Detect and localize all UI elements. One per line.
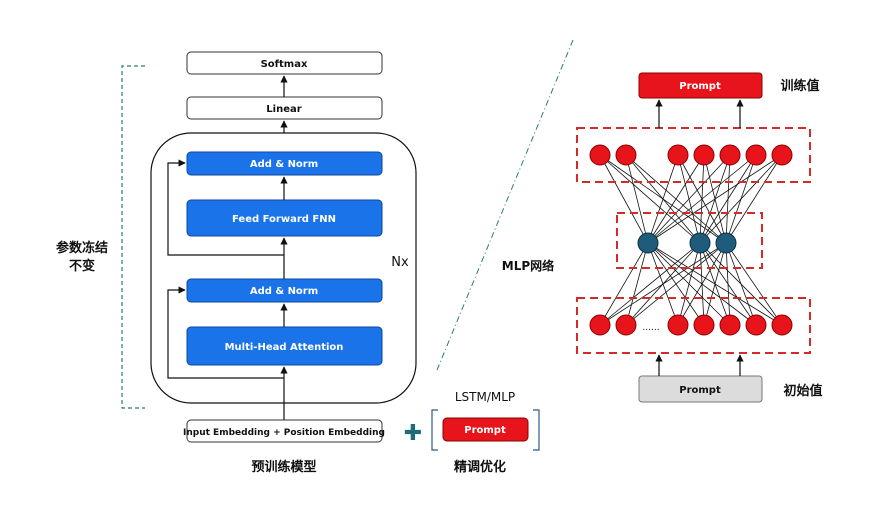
add-norm-top-label: Add & Norm	[250, 159, 318, 170]
hidden-node-0	[637, 232, 659, 254]
hidden-node-1	[689, 232, 711, 254]
initial-prompt-box	[638, 375, 763, 403]
softmax-box	[186, 51, 383, 75]
edge-hidden-0-output-0	[599, 154, 649, 244]
frozen-bracket	[121, 65, 145, 409]
prompt-module-box	[442, 417, 529, 442]
output-node-6	[771, 144, 793, 166]
edge-hidden-0-input-0	[599, 242, 649, 326]
input-node-4	[719, 314, 741, 336]
edge-hidden-2-output-6	[725, 154, 783, 244]
mlp-network-label: MLP网络	[502, 258, 554, 273]
edge-hidden-2-output-1	[625, 154, 727, 244]
embedding-box	[186, 419, 383, 443]
frozen-label-line2: 不变	[69, 258, 95, 274]
trained-prompt-label: Prompt	[679, 81, 721, 92]
input-node-6	[771, 314, 793, 336]
add-norm-bottom-label: Add & Norm	[250, 286, 318, 297]
edge-hidden-0-input-1	[625, 242, 649, 326]
edge-hidden-1-output-0	[599, 154, 701, 244]
trained-prompt-box	[638, 72, 763, 99]
output-node-2	[667, 144, 689, 166]
mlp-nodes	[589, 144, 793, 336]
prompt-bracket-right	[533, 409, 540, 451]
output-node-3	[693, 144, 715, 166]
ffn-label: Feed Forward FNN	[232, 214, 336, 225]
mlp-edges	[599, 154, 783, 326]
edge-hidden-1-output-2	[677, 154, 701, 244]
repeat-label: Nx	[391, 255, 409, 270]
input-layer-box	[576, 297, 811, 354]
prompt-module-label: Prompt	[464, 425, 506, 436]
input-node-5	[745, 314, 767, 336]
edge-hidden-2-output-5	[725, 154, 757, 244]
edge-hidden-2-input-6	[725, 242, 783, 326]
edge-hidden-2-input-0	[599, 242, 727, 326]
input-node-2	[667, 314, 689, 336]
output-layer-box	[576, 127, 811, 183]
edge-hidden-2-input-5	[725, 242, 757, 326]
hidden-layer-box	[616, 212, 763, 269]
edge-hidden-2-output-4	[725, 154, 731, 244]
plus-icon: ✚	[404, 421, 422, 446]
initial-prompt-label: Prompt	[679, 385, 721, 396]
edge-hidden-2-input-3	[703, 242, 727, 326]
add-norm-top-box	[186, 151, 383, 176]
input-node-3	[693, 314, 715, 336]
edge-hidden-2-input-4	[725, 242, 731, 326]
edge-hidden-2-output-3	[703, 154, 727, 244]
ellipsis-label: ......	[642, 323, 659, 333]
output-node-0	[589, 144, 611, 166]
lstm-mlp-label: LSTM/MLP	[455, 390, 515, 404]
initial-value-label: 初始值	[783, 383, 822, 399]
embedding-label: Input Embedding + Position Embedding	[183, 428, 385, 438]
edge-hidden-1-input-2	[677, 242, 701, 326]
edge-hidden-2-output-0	[599, 154, 727, 244]
hidden-node-2	[715, 232, 737, 254]
frozen-label-line1: 参数冻结	[56, 240, 108, 256]
prompt-bracket-left	[431, 409, 438, 451]
input-node-0	[589, 314, 611, 336]
edge-hidden-2-input-1	[625, 242, 727, 326]
divider-line	[436, 39, 574, 371]
residual-bottom	[167, 286, 284, 379]
finetune-caption: 精调优化	[454, 459, 506, 475]
edge-hidden-0-output-1	[625, 154, 649, 244]
edge-hidden-1-input-0	[599, 242, 701, 326]
edge-hidden-2-output-2	[677, 154, 727, 244]
edge-hidden-2-input-2	[677, 242, 727, 326]
output-node-4	[719, 144, 741, 166]
linear-label: Linear	[266, 104, 301, 115]
residual-top	[167, 159, 284, 256]
output-node-1	[615, 144, 637, 166]
input-node-1	[615, 314, 637, 336]
attention-label: Multi-Head Attention	[225, 342, 344, 353]
softmax-label: Softmax	[261, 59, 308, 70]
trained-value-label: 训练值	[780, 78, 819, 94]
pretrained-model-caption: 预训练模型	[251, 459, 316, 475]
output-node-5	[745, 144, 767, 166]
